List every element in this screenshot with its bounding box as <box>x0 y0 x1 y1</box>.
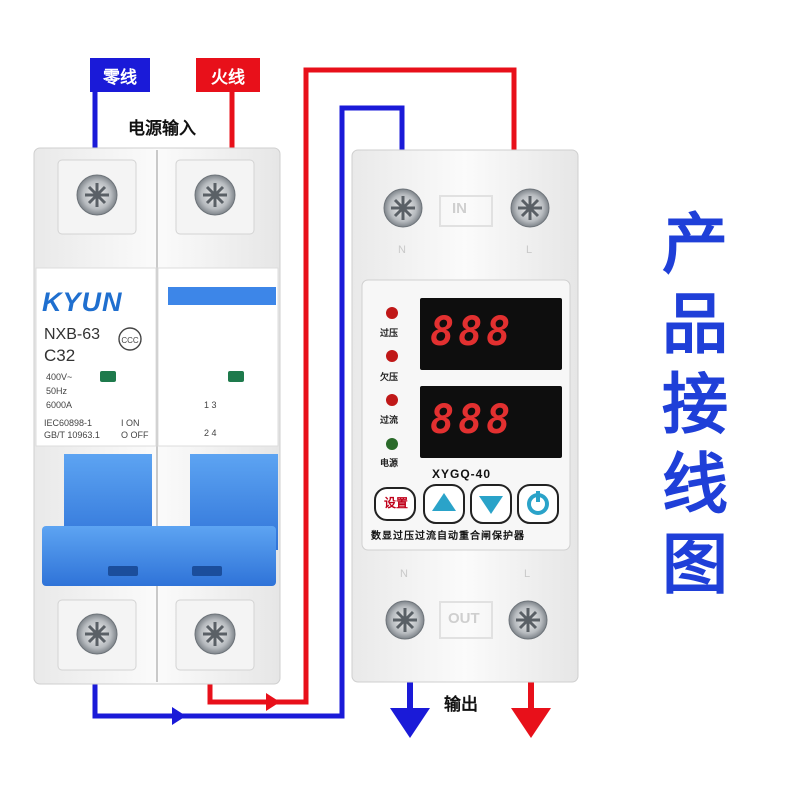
input-port-label: IN <box>452 200 467 217</box>
blue-stripe <box>168 287 276 305</box>
breaker-voltage: 400V~ <box>46 372 73 382</box>
port-n-bottom: N <box>400 568 408 580</box>
indicator-label: 过流 <box>380 416 399 426</box>
terminal-marks-bottom: 2 4 <box>204 428 217 438</box>
indicator-label: 过压 <box>380 329 399 339</box>
live-arrow-icon <box>266 693 280 711</box>
port-l-top: L <box>526 244 533 256</box>
breaker-model: NXB-63 <box>44 326 101 343</box>
live-transfer-wire <box>207 67 517 711</box>
power-led <box>386 438 398 450</box>
protector-device <box>351 149 579 683</box>
live-output-arrow-icon <box>511 708 551 738</box>
up-arrow-icon <box>432 493 456 511</box>
title-char: 产 <box>662 206 728 283</box>
neutral-transfer-wire <box>92 105 405 725</box>
breaker-standard-1: IEC60898-1 <box>44 418 93 428</box>
brand-logo: KYUN <box>42 287 123 317</box>
undervoltage-led <box>386 350 398 362</box>
title-char: 图 <box>662 526 728 603</box>
title-char: 线 <box>662 446 728 523</box>
output-port-label: OUT <box>448 610 480 627</box>
overvoltage-led <box>386 307 398 319</box>
screw-icon <box>383 188 423 228</box>
set-button[interactable]: 设置 <box>383 496 408 510</box>
breaker-standard-2: GB/T 10963.1 <box>44 430 100 440</box>
set-button-shape <box>374 487 416 521</box>
breaker-off-label: O OFF <box>121 430 149 440</box>
device-description: 数显过压过流自动重合闸保护器 <box>371 531 525 542</box>
voltage-display <box>420 298 562 370</box>
neutral-arrow-icon <box>172 707 186 725</box>
breaker-on-label: I ON <box>121 418 140 428</box>
bottom-display-digits: 888 <box>430 397 515 443</box>
terminal-marks-top: 1 3 <box>204 400 217 410</box>
top-display-digits: 888 <box>430 309 515 355</box>
down-arrow-icon <box>479 496 503 514</box>
breaker-capacity: 6000A <box>46 400 73 410</box>
ccc-mark-icon <box>118 327 142 351</box>
neutral-output-arrow-icon <box>390 708 430 738</box>
ccc-mark-text: CCC <box>121 336 139 345</box>
status-window <box>100 371 116 382</box>
current-display <box>420 386 562 458</box>
indicator-label: 欠压 <box>380 373 399 383</box>
live-wire-label: 火线 <box>196 58 260 92</box>
screw-icon <box>508 600 548 640</box>
screw-icon <box>76 174 118 216</box>
output-label: 输出 <box>444 695 478 715</box>
screw-icon <box>194 613 236 655</box>
power-input-label: 电源输入 <box>128 119 196 139</box>
title-char: 品 <box>662 286 728 363</box>
circuit-breaker: CCC <box>33 147 281 685</box>
live-output-wire <box>511 680 551 738</box>
breaker-rating: C32 <box>44 346 76 365</box>
neutral-wire-label: 零线 <box>90 58 150 92</box>
screw-icon <box>194 174 236 216</box>
port-l-bottom: L <box>524 568 531 580</box>
screw-icon <box>385 600 425 640</box>
diagram-title: 产 品 接 线 图 <box>650 205 740 605</box>
screw-icon <box>76 613 118 655</box>
screw-icon <box>510 188 550 228</box>
status-window <box>228 371 244 382</box>
indicator-label: 电源 <box>380 459 399 469</box>
title-char: 接 <box>662 366 728 443</box>
overcurrent-led <box>386 394 398 406</box>
device-model: XYGQ-40 <box>432 467 492 481</box>
breaker-frequency: 50Hz <box>46 386 68 396</box>
port-n-top: N <box>398 244 406 256</box>
neutral-output-wire <box>390 680 430 738</box>
breaker-tie-bar[interactable] <box>42 526 276 586</box>
